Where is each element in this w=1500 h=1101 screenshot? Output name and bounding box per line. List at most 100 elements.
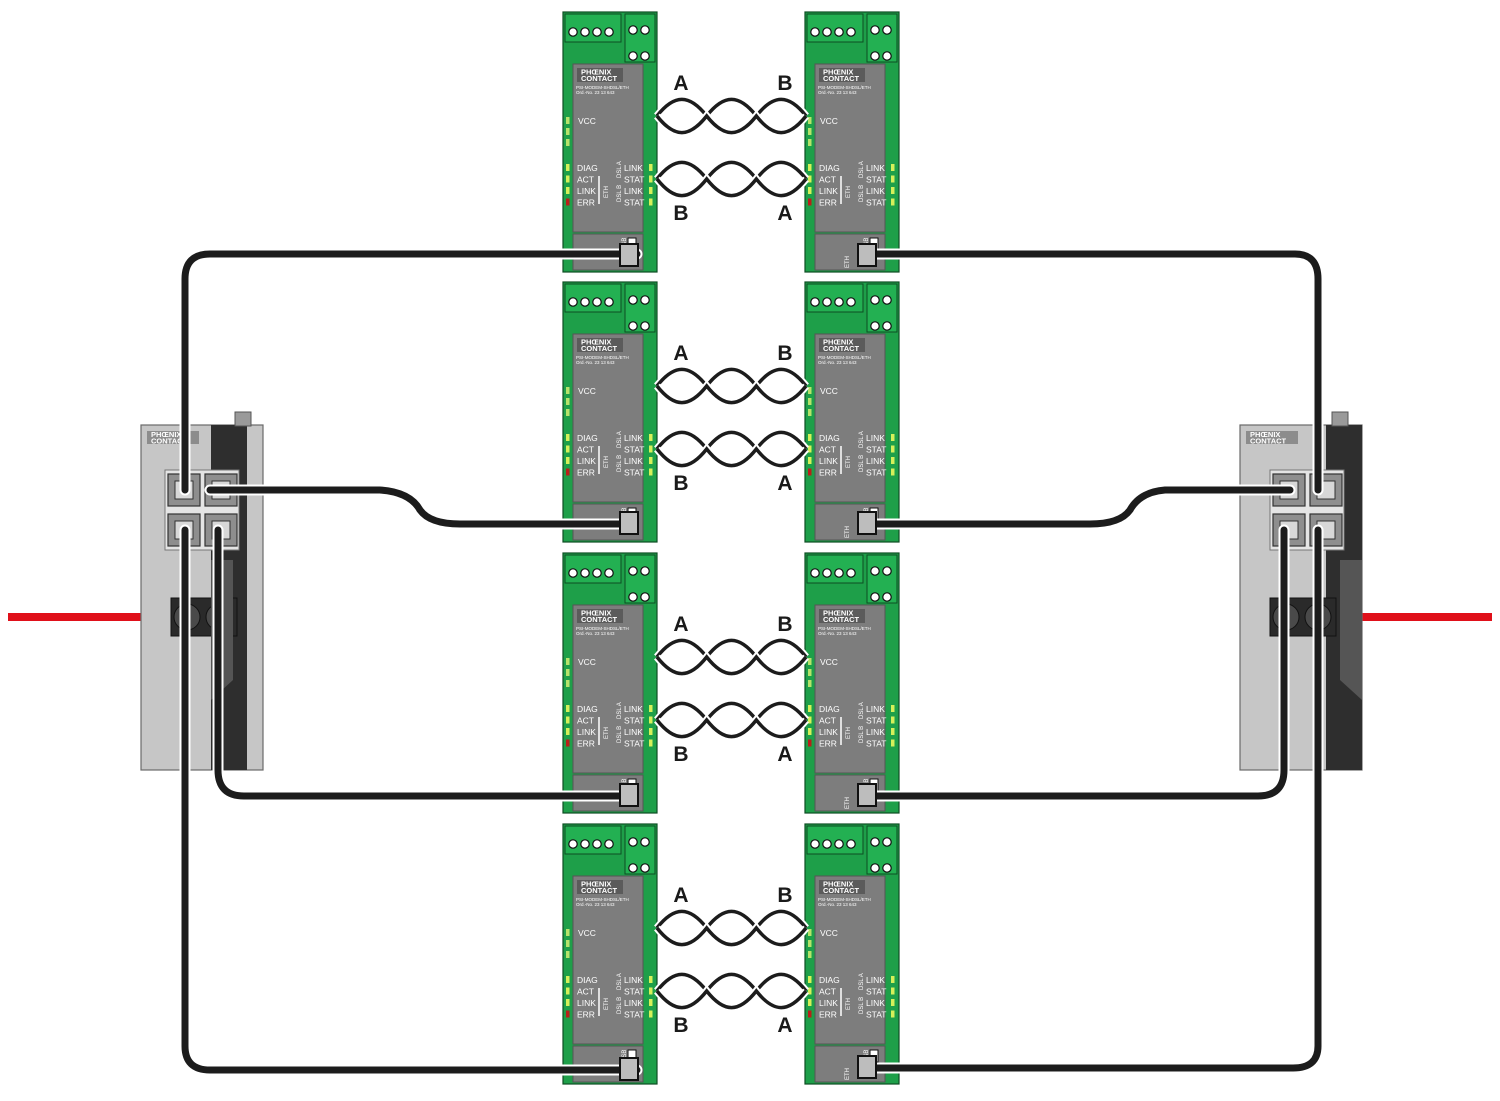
cable-right-1 (862, 248, 1324, 496)
terminal-screw (568, 297, 578, 307)
status-led (808, 976, 812, 983)
led-label-stat: STAT (624, 175, 644, 185)
terminal-screw (882, 295, 892, 305)
wire-a (655, 97, 808, 119)
led-label-diag: DIAG (819, 704, 840, 714)
wire-outline (654, 713, 809, 741)
led-label-stat: STAT (624, 1010, 644, 1020)
twisted-pair-lower-3 (654, 699, 809, 741)
terminal-screw (580, 568, 590, 578)
twisted-pair-lower-2 (654, 428, 809, 470)
cable-core (864, 526, 1288, 800)
status-led (808, 457, 812, 464)
panel-bevel (1340, 560, 1362, 700)
status-led (891, 175, 895, 183)
wire-outline (654, 650, 809, 678)
front-panel (814, 63, 886, 233)
led-label-link: LINK (819, 456, 838, 466)
twisted-pair-lower-4 (654, 970, 809, 1012)
status-led (891, 999, 895, 1006)
cable-core (864, 250, 1322, 494)
status-led (808, 198, 812, 206)
wire-b (655, 925, 808, 947)
vcc-led (808, 951, 812, 958)
dsl-b-label: DSL B (859, 185, 865, 202)
status-led (891, 164, 895, 171)
led-label-stat: STAT (866, 1010, 886, 1020)
ground-bolt (1331, 411, 1349, 427)
status-led (649, 445, 653, 453)
vcc-led (566, 658, 570, 665)
pair-label-b: B (777, 72, 792, 95)
led-label-link: LINK (624, 163, 643, 173)
pair-label-a: A (777, 202, 792, 225)
terminal-screw (592, 27, 602, 37)
brand-line2: CONTACT (581, 74, 618, 83)
wire-a (655, 638, 808, 660)
status-led (566, 705, 570, 712)
wire-outline (654, 699, 809, 727)
led-label-act: ACT (577, 987, 594, 997)
vcc-led (566, 117, 570, 124)
twisted-pair-upper-2 (654, 365, 809, 407)
status-led (891, 198, 895, 206)
dsl-b-label: DSL B (617, 726, 623, 743)
status-led (808, 187, 812, 194)
terminal-screw (882, 566, 892, 576)
status-led (566, 999, 570, 1006)
status-led (891, 1010, 895, 1018)
status-led (808, 445, 812, 453)
status-led (566, 187, 570, 194)
status-led (808, 175, 812, 183)
modem-left-4: PHŒNIXCONTACTPSI-MODEM-SHDSL/ETHOrd.-No.… (562, 823, 658, 1085)
switch-brand-line1: PHŒNIX (151, 430, 181, 439)
cable-outline (862, 524, 1290, 802)
model-name: PSI-MODEM-SHDSL/ETH (818, 897, 871, 902)
model-name: PSI-MODEM-SHDSL/ETH (576, 626, 629, 631)
dsl-a-label: DSL A (859, 973, 865, 990)
led-label-err: ERR (577, 198, 595, 208)
dsl-b-label: DSL B (859, 455, 865, 472)
wire-a (655, 430, 808, 452)
order-number: Ord.-No. 23 13 643 (818, 902, 857, 907)
led-label-err: ERR (577, 468, 595, 478)
dsl-b-label: DSL B (859, 726, 865, 743)
terminal-screw (822, 297, 832, 307)
wire-b (655, 717, 808, 739)
front-panel (572, 875, 644, 1045)
brand-line2: CONTACT (581, 344, 618, 353)
terminal-screw (640, 25, 650, 35)
led-label-diag: DIAG (577, 163, 598, 173)
led-label-stat: STAT (866, 716, 886, 726)
wire-a (655, 909, 808, 931)
status-led (566, 739, 570, 747)
rj45-plug (619, 783, 639, 807)
led-label-link: LINK (624, 433, 643, 443)
led-label-link: LINK (624, 704, 643, 714)
modem-right-3: PHŒNIXCONTACTPSI-MODEM-SHDSL/ETHOrd.-No.… (804, 552, 900, 814)
pair-label-b: B (673, 472, 688, 495)
brand-line2: CONTACT (823, 344, 860, 353)
shdsl-modems: PHŒNIXCONTACTPSI-MODEM-SHDSL/ETHOrd.-No.… (562, 11, 900, 1085)
logo-badge (819, 338, 865, 352)
brand-line2: CONTACT (823, 886, 860, 895)
modem-left-1: PHŒNIXCONTACTPSI-MODEM-SHDSL/ETHOrd.-No.… (562, 11, 658, 273)
cable-left-1 (179, 248, 643, 496)
vcc-led (566, 669, 570, 676)
led-label-link: LINK (819, 186, 838, 196)
terminal-screw (870, 51, 880, 61)
model-name: PSI-MODEM-SHDSL/ETH (576, 85, 629, 90)
terminal-screw (640, 51, 650, 61)
pair-label-a: A (673, 72, 688, 95)
wire-outline (654, 365, 809, 393)
front-panel (814, 875, 886, 1045)
led-label-act: ACT (577, 445, 594, 455)
modem-right-1: PHŒNIXCONTACTPSI-MODEM-SHDSL/ETHOrd.-No.… (804, 11, 900, 273)
wire-b (655, 654, 808, 676)
terminal-screw (628, 25, 638, 35)
terminal-screw (882, 25, 892, 35)
vcc-led (808, 139, 812, 146)
modem-left-3: PHŒNIXCONTACTPSI-MODEM-SHDSL/ETHOrd.-No.… (562, 552, 658, 814)
eth-label: ETH (604, 998, 610, 1010)
order-number: Ord.-No. 23 13 643 (576, 631, 615, 636)
